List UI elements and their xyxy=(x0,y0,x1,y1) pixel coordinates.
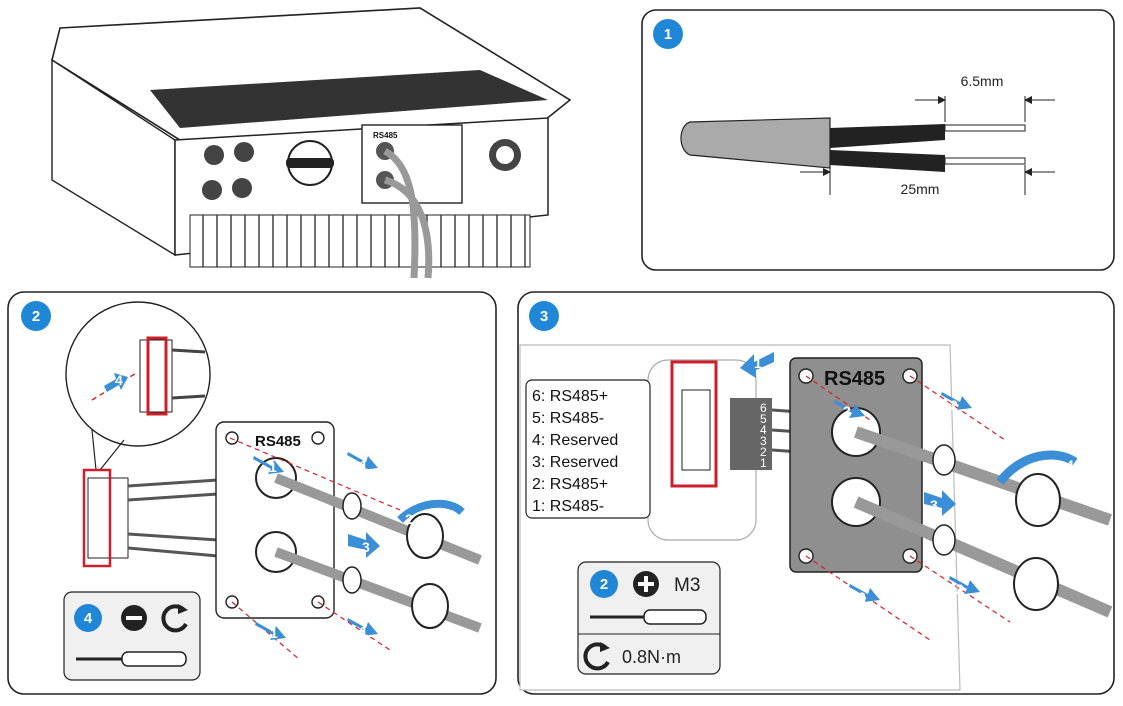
screw-size-label: M3 xyxy=(674,575,700,596)
bubble-arrow-4: 4 xyxy=(115,372,123,388)
panel-3: 3 6 5 4 3 2 1 6: RS485+ 5: RS485- 4: Res… xyxy=(517,291,1115,695)
p3-tool-step-badge xyxy=(590,570,618,598)
screwdriver-icon xyxy=(590,609,707,625)
p2-arrow-3: 3 xyxy=(362,539,370,555)
torque-label: 0.8N·m xyxy=(622,647,681,667)
terminal-number: 1 xyxy=(760,456,767,470)
panel-1: 1 6.5mm 25mm xyxy=(641,9,1115,271)
panel2-plate-label: RS485 xyxy=(255,433,301,450)
terminal-number: 4 xyxy=(760,423,767,437)
step-2-number: 2 xyxy=(32,308,40,325)
p3-arrow-2-bottom-right: 2 xyxy=(956,581,964,597)
step-1-number: 1 xyxy=(664,26,672,43)
screwdriver-icon xyxy=(76,651,187,667)
rotate-clockwise-icon xyxy=(161,604,188,633)
p3-arrow-4: 4 xyxy=(1066,457,1074,473)
step-3-number: 3 xyxy=(540,308,548,325)
p3-arrow-3: 3 xyxy=(930,497,938,513)
p2-tool-step: 4 xyxy=(84,610,93,627)
terminal-numbers: 6 5 4 3 2 1 xyxy=(760,401,767,470)
terminal-number: 3 xyxy=(760,434,767,448)
p2-tool-step-badge xyxy=(74,604,102,632)
rotate-clockwise-icon xyxy=(583,642,610,671)
step-1-badge xyxy=(653,19,683,49)
p2-arrow-1-top: 1 xyxy=(269,459,277,475)
pinout-line: 3: Reserved xyxy=(532,454,618,471)
terminal-number: 2 xyxy=(760,445,767,459)
step-3-badge xyxy=(529,301,559,331)
strip-length-label: 6.5mm xyxy=(961,73,1004,89)
p3-arrow-1: 1 xyxy=(754,355,762,371)
cross-screwdriver-icon xyxy=(633,571,659,597)
p3-arrow-2-bottom-left: 2 xyxy=(858,589,866,605)
p3-tool-step: 2 xyxy=(600,576,608,593)
top-rs485-label: RS485 xyxy=(373,131,398,140)
p3-arrow-2-left: 2 xyxy=(843,403,851,419)
terminal-number: 6 xyxy=(760,401,767,415)
p2-arrow-1-bottom-left: 1 xyxy=(270,625,278,641)
p2-arrow-1-bottom-right: 1 xyxy=(360,623,368,639)
inverter-illustration: RS485 xyxy=(51,7,572,279)
pinout-line: 2: RS485+ xyxy=(532,476,608,493)
panel-2: 2 4 RS485 1 1 xyxy=(7,291,497,695)
pinout-line: 4: Reserved xyxy=(532,432,618,449)
step-2-badge xyxy=(21,301,51,331)
total-strip-label: 25mm xyxy=(901,181,940,197)
pinout-line: 5: RS485- xyxy=(532,410,604,427)
p3-arrow-2-right: 2 xyxy=(950,397,958,413)
panel3-plate-label: RS485 xyxy=(824,368,885,390)
terminal-number: 5 xyxy=(760,412,767,426)
pinout-line: 1: RS485- xyxy=(532,498,604,515)
pinout-line: 6: RS485+ xyxy=(532,388,608,405)
minus-screwdriver-icon xyxy=(121,605,147,631)
p2-arrow-2: 2 xyxy=(405,511,413,527)
p2-arrow-1-right: 1 xyxy=(360,457,368,473)
